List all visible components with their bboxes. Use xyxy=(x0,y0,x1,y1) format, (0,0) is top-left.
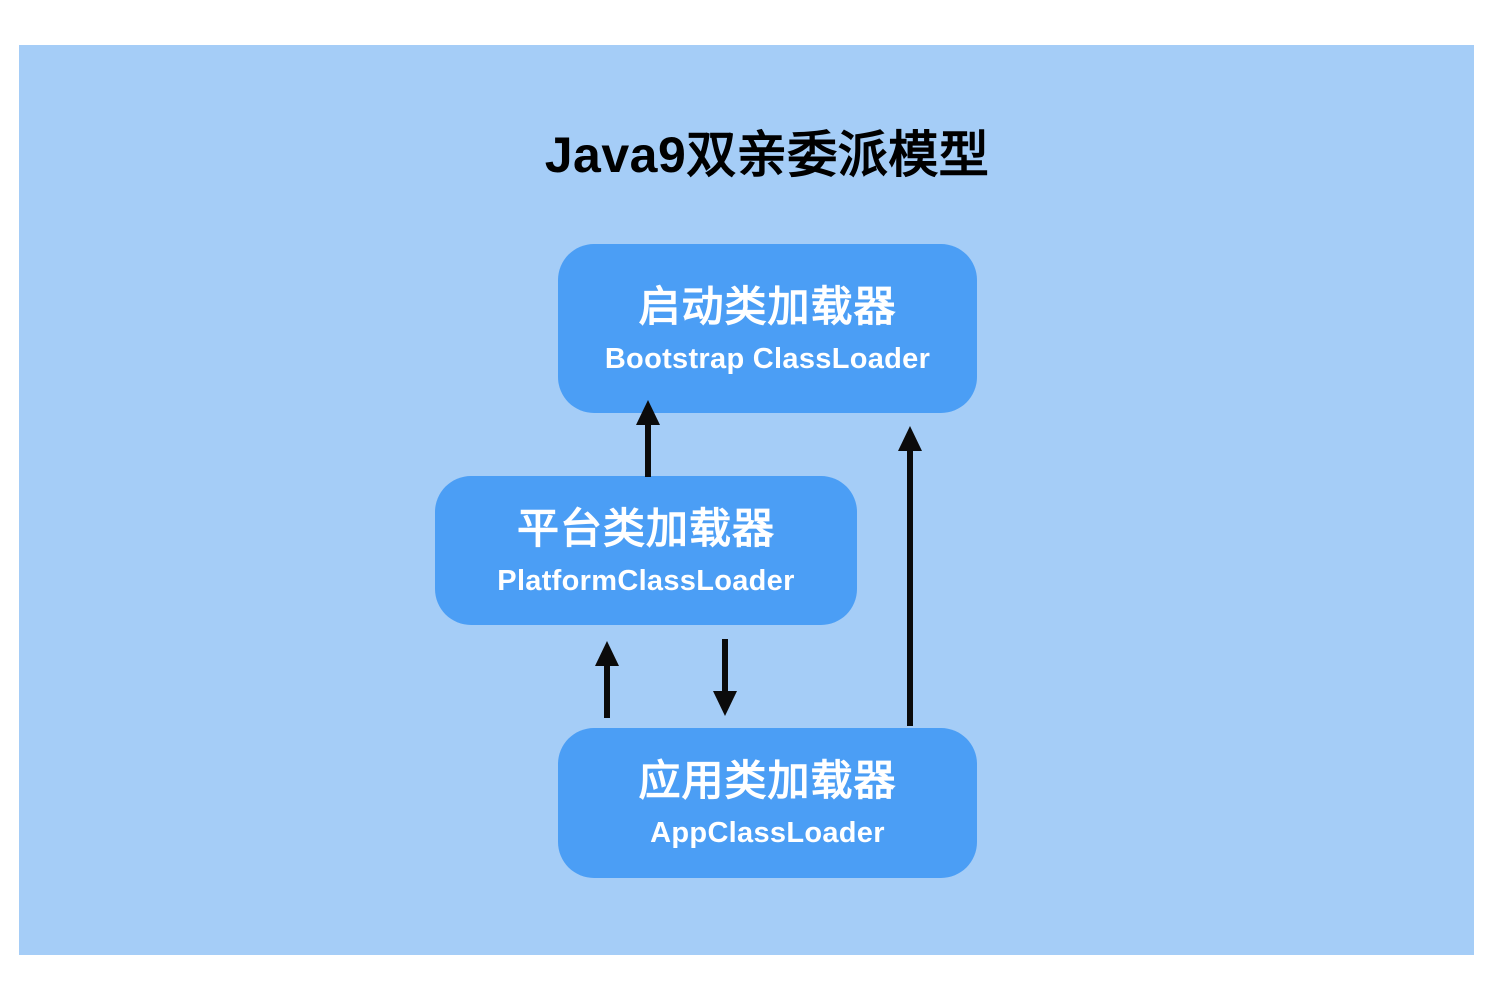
node-bootstrap-classloader: 启动类加载器 Bootstrap ClassLoader xyxy=(558,244,977,413)
arrow-platform-to-app-icon xyxy=(712,639,738,716)
arrow-app-to-bootstrap-icon xyxy=(897,426,923,726)
node-platform-classloader: 平台类加载器 PlatformClassLoader xyxy=(435,476,857,625)
bootstrap-classloader-label-zh: 启动类加载器 xyxy=(638,282,897,330)
arrow-app-to-platform-icon xyxy=(594,641,620,718)
diagram-title: Java9双亲委派模型 xyxy=(544,127,990,183)
platform-classloader-label-zh: 平台类加载器 xyxy=(516,504,775,552)
node-app-classloader: 应用类加载器 AppClassLoader xyxy=(558,728,977,878)
bootstrap-classloader-label-en: Bootstrap ClassLoader xyxy=(604,342,931,375)
arrow-shaft xyxy=(604,657,610,718)
platform-classloader-label-en: PlatformClassLoader xyxy=(497,564,795,597)
diagram-canvas: Java9双亲委派模型 启动类加载器 Bootstrap ClassLoader… xyxy=(19,45,1474,955)
arrow-shaft xyxy=(645,416,651,477)
arrow-shaft xyxy=(722,639,728,700)
app-classloader-label-en: AppClassLoader xyxy=(650,817,885,849)
arrow-shaft xyxy=(907,442,913,726)
arrow-platform-to-bootstrap-icon xyxy=(635,400,661,477)
app-classloader-label-zh: 应用类加载器 xyxy=(638,757,897,804)
